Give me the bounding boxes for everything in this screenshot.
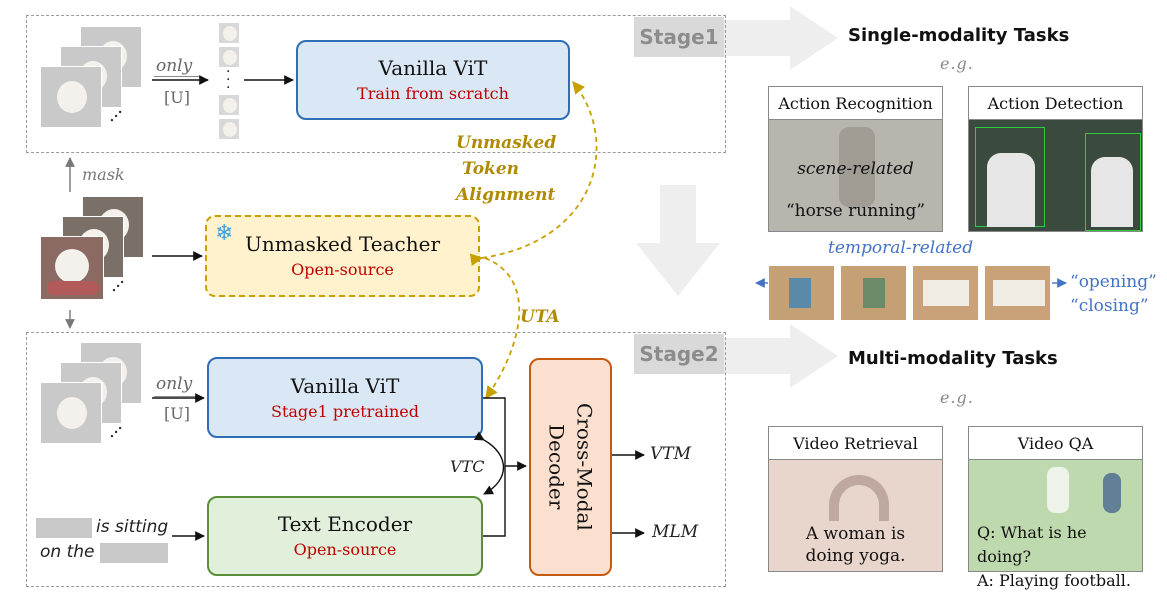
caption-line-1: is sitting <box>96 517 169 537</box>
stage2-vit-subtitle: Stage1 pretrained <box>270 401 419 421</box>
caption-mask-2 <box>100 543 168 563</box>
text-encoder: Text Encoder Open-source <box>207 496 483 576</box>
stage1-panel <box>26 15 726 153</box>
book-frame <box>984 265 1051 321</box>
single-modality-header: Single-modality Tasks <box>848 25 1070 46</box>
video-retrieval-label: Video Retrieval <box>769 427 942 460</box>
multi-eg: e.g. <box>940 388 974 407</box>
scene-related-label: scene-related <box>797 159 914 179</box>
teacher-subtitle: Open-source <box>291 260 394 279</box>
decoder-label: Cross-Modal Decoder <box>544 403 597 531</box>
stage2-to-multi-arrow <box>722 324 838 388</box>
stage2-tag: Stage2 <box>634 334 724 374</box>
text-encoder-title: Text Encoder <box>277 512 413 536</box>
yoga-caption: A woman is doing yoga. <box>769 523 942 567</box>
yoga-caption-line-1: A woman is <box>805 524 906 544</box>
yoga-caption-line-2: doing yoga. <box>805 546 906 566</box>
action-detection-card: Action Detection <box>968 86 1143 232</box>
uta-stage1-curve <box>469 81 598 266</box>
book-frame <box>768 265 835 321</box>
closing-label: “closing” <box>1070 296 1149 316</box>
video-qa-card: Video QA Q: What is he doing? A: Playing… <box>968 426 1143 590</box>
stage2-vit-title: Vanilla ViT <box>290 373 400 398</box>
only-divider <box>154 396 200 397</box>
single-eg: e.g. <box>940 54 974 73</box>
player-figure <box>1103 473 1121 513</box>
vtm-label: VTM <box>650 444 692 464</box>
stage2-vanilla-vit: Vanilla ViT Stage1 pretrained <box>207 357 483 438</box>
person-left <box>987 153 1035 227</box>
only-divider <box>154 76 200 77</box>
book-frame <box>912 265 979 321</box>
teacher-title: Unmasked Teacher <box>244 232 441 256</box>
rider-figure <box>839 127 875 207</box>
stage1-to-stage2-arrow <box>636 185 720 296</box>
detection-box-right <box>1085 133 1141 231</box>
vit-to-decoder <box>483 397 527 471</box>
uta-short-label: UTA <box>520 307 560 327</box>
stage2-only-label: only <box>156 374 193 394</box>
video-qa-label: Video QA <box>969 427 1142 460</box>
uta-stage2-curve <box>484 257 521 400</box>
teacher-video-frames: ··· <box>38 196 150 311</box>
vtc-curve <box>473 431 505 495</box>
text-encoder-subtitle: Open-source <box>293 540 397 559</box>
stage1-unmasked-tokens: ··· <box>218 22 240 140</box>
mlm-label: MLM <box>652 522 699 542</box>
stage1-only-label: only <box>156 56 193 76</box>
action-recognition-label: Action Recognition <box>769 87 942 120</box>
stage1-unmasked-token-label: [U] <box>164 88 190 107</box>
player-figure <box>1047 467 1069 513</box>
stage1-vit-title: Vanilla ViT <box>378 56 488 80</box>
book-frame <box>840 265 907 321</box>
video-frame <box>40 66 102 128</box>
qa-text: Q: What is he doing? A: Playing football… <box>977 521 1142 593</box>
book-frames <box>768 265 1051 321</box>
video-retrieval-card: Video Retrieval A woman is doing yoga. <box>768 426 943 572</box>
snowflake-icon: ❄ <box>215 221 234 246</box>
stage1-to-single-arrow <box>722 6 838 70</box>
person-right <box>1091 157 1133 227</box>
opening-label: “opening” <box>1070 272 1157 292</box>
stage1-video-frames: ··· <box>38 26 148 141</box>
caption-line-2: on the <box>40 542 95 562</box>
temporal-related-label: temporal-related <box>828 238 974 258</box>
mask-label: mask <box>82 165 125 184</box>
cross-modal-decoder: Cross-Modal Decoder <box>529 358 612 576</box>
stage2-video-frames: ··· <box>38 342 148 457</box>
multi-modality-header: Multi-modality Tasks <box>848 348 1058 369</box>
action-detection-label: Action Detection <box>969 87 1142 120</box>
qa-answer: A: Playing football. <box>977 571 1131 590</box>
text-to-decoder <box>483 466 506 537</box>
action-recognition-card: Action Recognition scene-related “horse … <box>768 86 943 232</box>
stage1-tag: Stage1 <box>634 17 724 57</box>
stage2-unmasked-token-label: [U] <box>164 404 190 423</box>
horse-running-label: “horse running” <box>785 201 926 221</box>
caption-mask-1 <box>36 518 92 538</box>
yoga-figure <box>829 475 889 521</box>
qa-question: Q: What is he doing? <box>977 523 1087 566</box>
stage2-panel <box>26 332 726 587</box>
